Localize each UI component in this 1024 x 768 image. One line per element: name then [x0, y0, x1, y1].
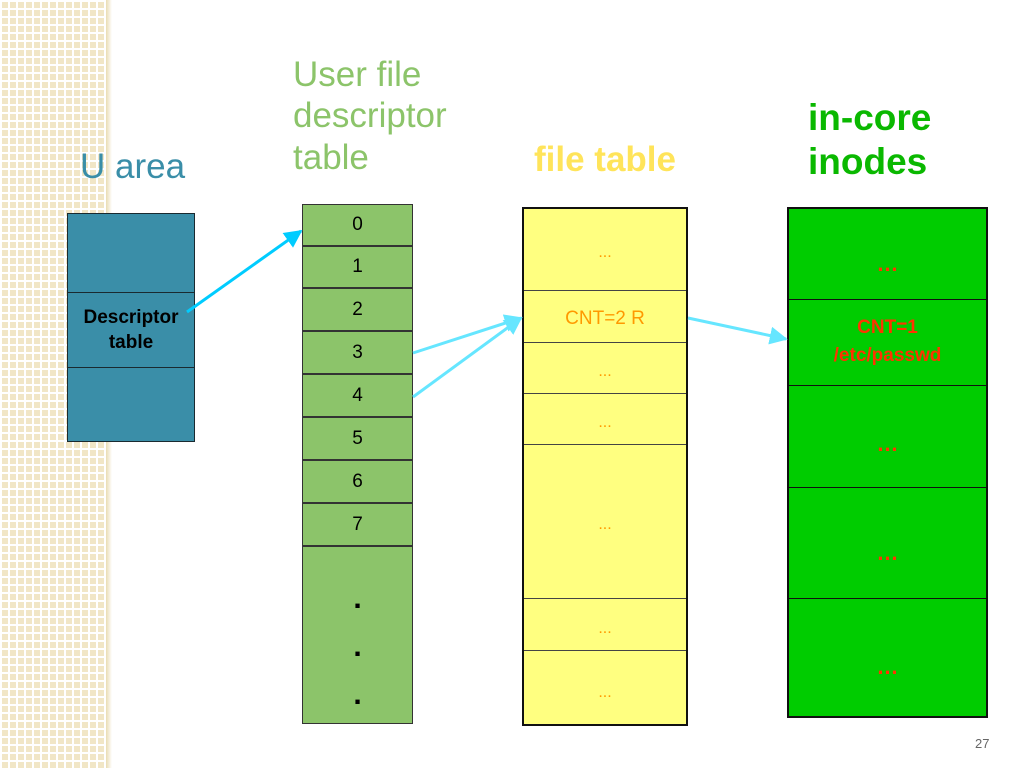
ufd-row-2: 2 [303, 290, 412, 332]
file-table-row-5: ... [524, 599, 686, 651]
u-area-label-line-1: Descriptor [83, 307, 179, 328]
file-table-row-cnt: CNT=2 R [524, 291, 686, 343]
inode-passwd-path: /etc/passwd [833, 345, 942, 366]
ufd-row-3: 3 [303, 333, 412, 375]
ufd-title: User file descriptor table [293, 54, 447, 178]
file-table-row-3: ... [524, 394, 686, 445]
ufd-row-6: 6 [303, 462, 412, 504]
file-table-row-6: ... [598, 684, 612, 701]
inode-row-0: … [789, 209, 986, 300]
ufd-title-line-2: descriptor [293, 96, 447, 136]
arrow-fd4-to-file-table [412, 316, 523, 399]
inode-passwd-count: CNT=1 [857, 317, 918, 338]
inode-table: … CNT=1 /etc/passwd … … … [787, 207, 988, 718]
page-number: 27 [975, 736, 990, 751]
inode-row-3: … [789, 488, 986, 599]
ufd-title-line-3: table [293, 137, 369, 177]
u-area-cell-descriptor [68, 293, 194, 368]
ufd-title-line-1: User file [293, 55, 422, 94]
u-area-cell-top [68, 214, 194, 293]
ufd-row-0: 0 [303, 205, 412, 247]
user-file-descriptor-table: 0 1 2 3 4 5 6 7 . . . [302, 204, 413, 724]
inode-row-4: … [876, 654, 899, 679]
u-area-box: Descriptor table [67, 213, 195, 442]
ufd-row-4: 4 [303, 376, 412, 418]
u-area-title: U area [80, 146, 185, 187]
inodes-title: in-core inodes [808, 96, 931, 183]
u-area-title-rest: area [105, 147, 186, 186]
file-table-row-4: ... [524, 445, 686, 599]
u-area-title-u: U [80, 147, 106, 186]
file-table-row-0: ... [524, 209, 686, 291]
ufd-row-1: 1 [303, 247, 412, 289]
file-table: ... CNT=2 R ... ... ... ... ... [522, 207, 688, 726]
arrow-fd3-to-file-table [412, 314, 523, 355]
ufd-ellipsis-dot-1: . [353, 582, 362, 615]
inode-row-passwd: CNT=1 /etc/passwd [789, 300, 986, 386]
ufd-row-5: 5 [303, 419, 412, 461]
file-table-row-2: ... [524, 343, 686, 394]
arrow-file-table-to-inode [687, 316, 788, 345]
ufd-row-7: 7 [303, 505, 412, 547]
file-table-title: file table [534, 140, 676, 179]
inodes-title-line-2: inodes [808, 140, 928, 182]
ufd-ellipsis-dot-3: . [353, 678, 362, 711]
ufd-ellipsis-dot-2: . [353, 630, 362, 663]
u-area-descriptor-label: Descriptor table [68, 306, 194, 355]
inodes-title-line-1: in-core [808, 97, 932, 138]
inode-row-2: … [789, 386, 986, 488]
arrow-descriptor-to-ufd [186, 229, 303, 314]
u-area-label-line-2: table [108, 331, 154, 353]
